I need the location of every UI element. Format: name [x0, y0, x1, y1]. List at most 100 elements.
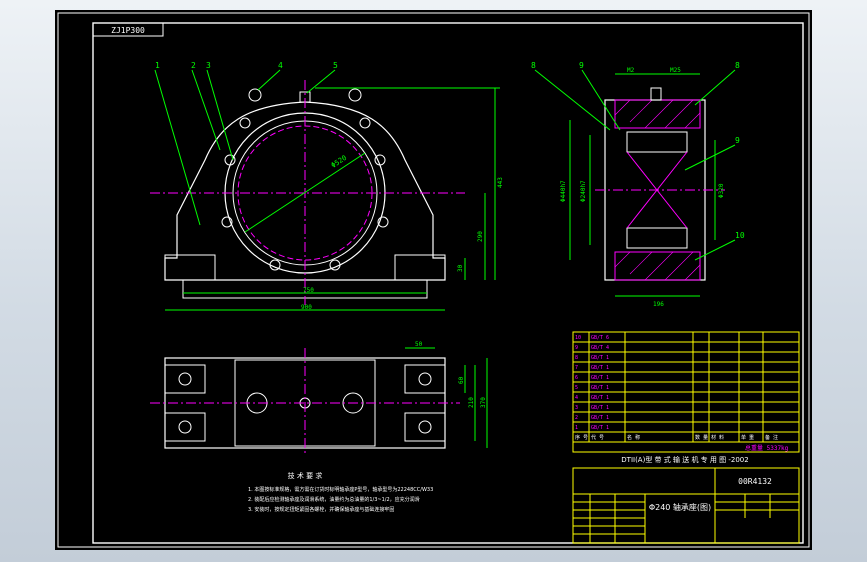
- leader-9b: [684, 144, 736, 171]
- part-title: Φ240 轴承座(图): [649, 502, 711, 512]
- plan-h2-text: 370: [480, 397, 487, 408]
- front-leaders: [154, 69, 336, 226]
- roller-bottom: [626, 227, 688, 249]
- roller-top: [626, 131, 688, 153]
- leader-1: [154, 69, 201, 226]
- center-height-text: 290: [477, 231, 484, 242]
- leader-9a: [581, 69, 621, 131]
- bom-cell: GB/T 1: [591, 425, 609, 431]
- plan-view: 50 60 210 370: [150, 341, 488, 455]
- bottom-cap: [614, 251, 701, 281]
- front-dimensions: [165, 87, 500, 311]
- leader-10: [694, 239, 736, 261]
- bolt-hole: [329, 259, 341, 271]
- height-text: 443: [497, 177, 504, 188]
- bom-header-cell: 名 称: [627, 434, 640, 441]
- leader-3: [206, 69, 234, 161]
- drawing-sheet: ZJ1P300: [55, 10, 812, 550]
- top-left-text: M2: [627, 67, 635, 74]
- bore-diameter-line: [244, 152, 366, 233]
- note-3: 3. 安装时，按规定扭矩紧固各螺栓，并确保轴承座与基础连接牢固: [248, 506, 394, 513]
- notes-heading: 技 术 要 求: [288, 471, 323, 480]
- title-block: 00R4132 Φ240 轴承座(图): [572, 467, 800, 544]
- housing-outline: [164, 101, 446, 281]
- plan-hole: [178, 420, 192, 434]
- callout-4: 4: [278, 61, 283, 70]
- bore-dim-text: Φ520: [330, 154, 348, 170]
- bom-header-cell: 序 号: [575, 434, 588, 441]
- bolt-hole: [239, 117, 251, 129]
- bom-cell: 1: [575, 425, 578, 431]
- bom-header-cell: 材 料: [711, 434, 724, 441]
- bom-cell: GB/T 6: [591, 335, 609, 341]
- bom-cell: GB/T 4: [591, 345, 609, 351]
- d1-text: Φ440h7: [560, 180, 567, 202]
- plan-pad: [164, 412, 206, 442]
- leader-4: [257, 69, 281, 91]
- title-grid: [573, 494, 799, 543]
- plan-hole: [418, 420, 432, 434]
- plan-hole: [178, 372, 192, 386]
- leader-8a: [534, 69, 611, 131]
- section-view: Φ440h7 Φ240h7 Φ320 196 M2 M25 8 9 8 9: [531, 61, 745, 308]
- section-dimensions: [569, 73, 716, 297]
- top-right-text: M25: [670, 67, 681, 74]
- technical-notes: 技 术 要 求 1. 本图按标准规格，需方需在订货时标明轴承座P型号，轴承型号为…: [248, 471, 433, 513]
- bom-cell: 7: [575, 365, 578, 371]
- bom-cell: 2: [575, 415, 578, 421]
- bom-cell: GB/T 1: [591, 365, 609, 371]
- bom-header-cell: 数 量: [695, 434, 708, 441]
- weight-text: 总重量 5337kg: [745, 444, 789, 452]
- inner-border: [92, 22, 804, 544]
- bolt-hole: [221, 216, 233, 228]
- bolt-hole: [374, 154, 386, 166]
- front-view: Φ520 750 900 443 290 30: [150, 61, 504, 311]
- callout-5: 5: [333, 61, 338, 70]
- plan-pad: [164, 364, 206, 394]
- plan-d1-text: 50: [415, 341, 423, 348]
- overall-width-text: 900: [301, 304, 312, 311]
- bolt-hole: [359, 117, 371, 129]
- section-leaders: [534, 69, 736, 261]
- callout-10: 10: [735, 231, 745, 240]
- left-foot: [164, 254, 216, 281]
- bom-cell: 5: [575, 385, 578, 391]
- bom-cell: GB/T 1: [591, 355, 609, 361]
- note-2: 2. 装配后应检测轴承座及润滑系统，油量约为总油量的1/3~1/2，应充分润滑: [248, 496, 420, 503]
- bolt-hole: [377, 216, 389, 228]
- d2-text: Φ240h7: [580, 180, 587, 202]
- plan-d2-text: 60: [458, 376, 465, 384]
- top-cap: [614, 99, 701, 129]
- callout-3: 3: [206, 61, 211, 70]
- bom-cell: 3: [575, 405, 578, 411]
- lifting-eye-right: [348, 88, 362, 102]
- title-frame: [572, 467, 800, 544]
- lifting-eye-left: [248, 88, 262, 102]
- bom-cell: 9: [575, 345, 578, 351]
- callout-9b: 9: [735, 136, 740, 145]
- outer-border: [57, 12, 810, 548]
- weight-row: [572, 441, 800, 453]
- bom-header-cell: 单 重: [741, 434, 754, 441]
- code-box: [92, 22, 164, 37]
- right-foot: [394, 254, 446, 281]
- leader-2: [191, 69, 221, 151]
- plan-pad: [404, 412, 446, 442]
- hatching: [614, 99, 701, 281]
- leader-5: [306, 69, 336, 94]
- bom-cell: 8: [575, 355, 578, 361]
- callout-1: 1: [155, 61, 160, 70]
- bom-header-cell: 备 注: [765, 434, 778, 441]
- bom-cell: GB/T 1: [591, 375, 609, 381]
- grease-nipple: [650, 87, 662, 101]
- bolt-hole: [269, 259, 281, 271]
- bom-cell: GB/T 1: [591, 395, 609, 401]
- d3-text: Φ320: [718, 183, 725, 198]
- bolt-holes: [221, 117, 389, 271]
- base-thk-text: 30: [457, 264, 464, 272]
- plan-pad: [404, 364, 446, 394]
- leader-8b: [694, 69, 736, 106]
